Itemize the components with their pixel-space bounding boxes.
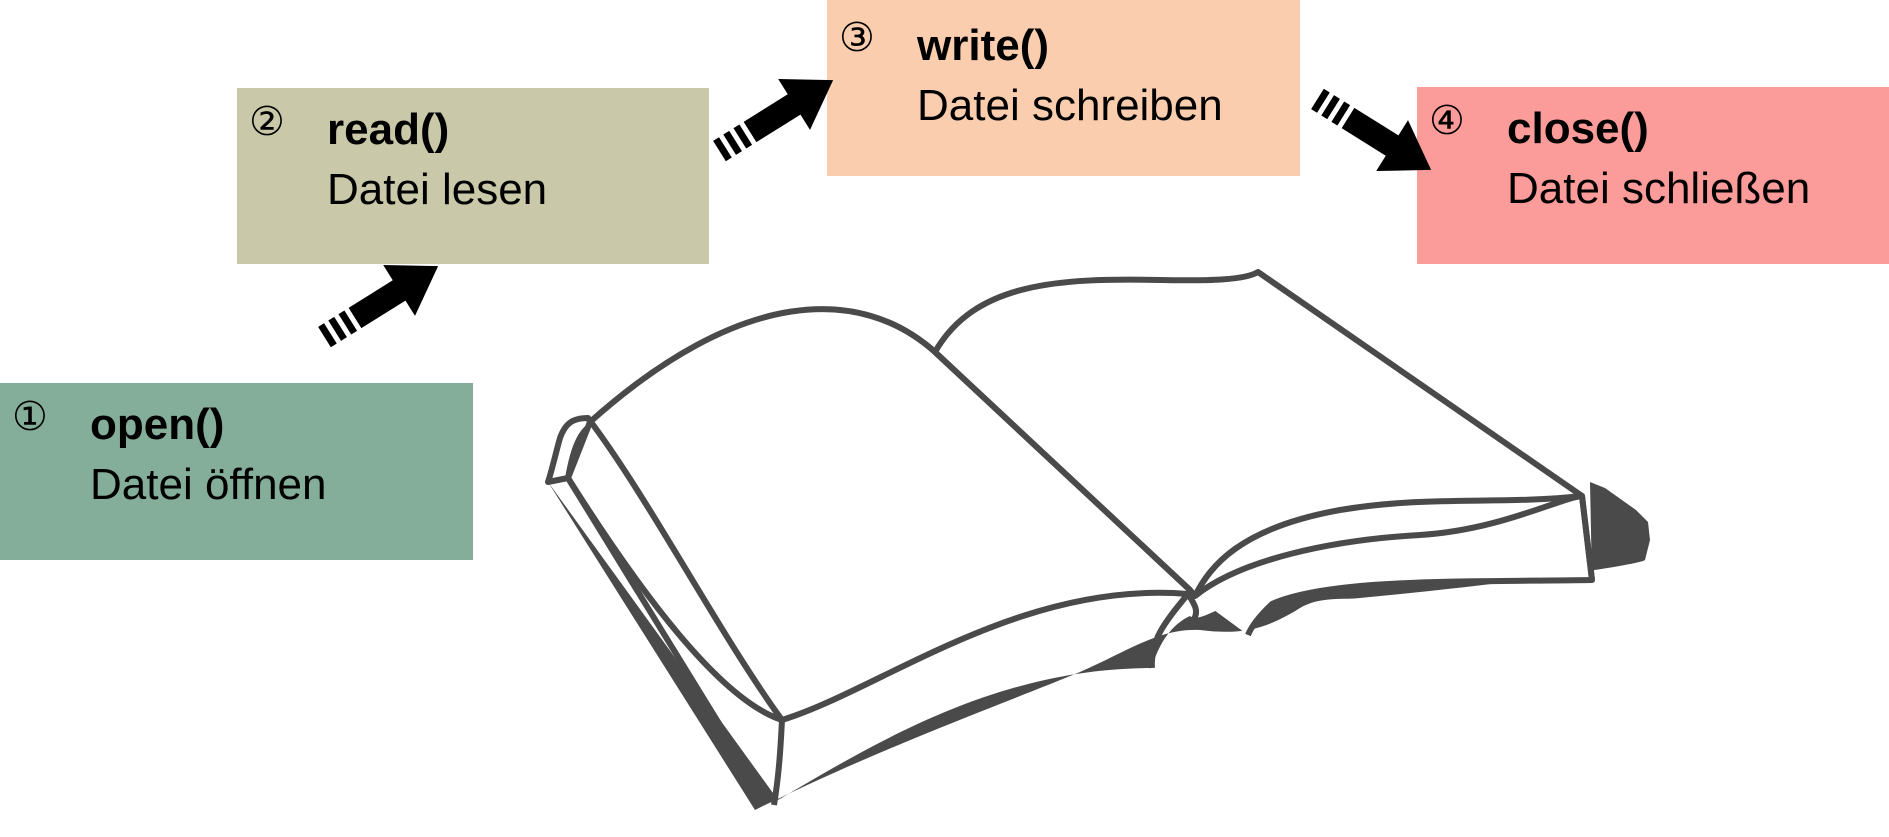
step-description: Datei öffnen: [90, 460, 327, 509]
step-number: ①: [12, 394, 48, 440]
step-function: read(): [327, 105, 450, 154]
step-close-box: ④ close() Datei schließen: [1417, 87, 1889, 264]
step-description: Datei schreiben: [917, 81, 1223, 130]
step-description: Datei lesen: [327, 165, 548, 214]
step-function: write(): [917, 21, 1049, 70]
step-function: open(): [90, 400, 225, 449]
step-number: ②: [249, 99, 285, 145]
step-description: Datei schließen: [1507, 164, 1811, 213]
step-open-box: ① open() Datei öffnen: [0, 383, 473, 560]
step-number: ③: [839, 15, 875, 61]
step-function: close(): [1507, 104, 1649, 153]
step-write-box: ③ write() Datei schreiben: [827, 0, 1300, 176]
step-number: ④: [1429, 98, 1465, 144]
step-read-box: ② read() Datei lesen: [237, 88, 709, 264]
